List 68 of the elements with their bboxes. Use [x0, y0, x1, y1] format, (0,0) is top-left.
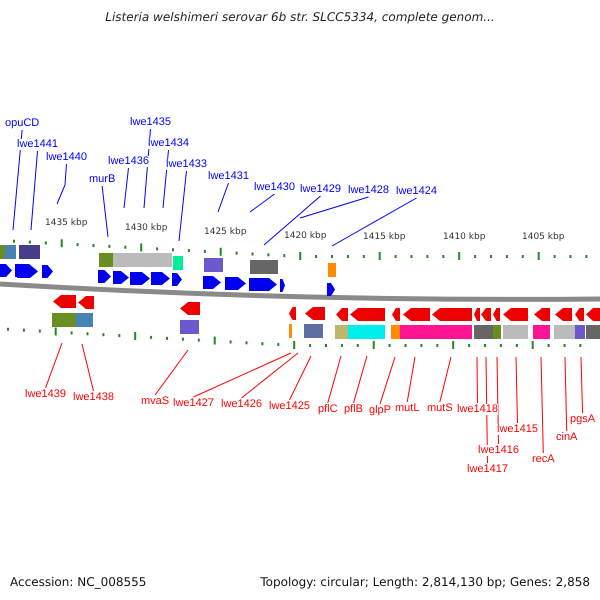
- leader-line: [12, 130, 23, 230]
- leader-line: [516, 356, 518, 424]
- leader-line: [352, 356, 368, 404]
- leader-line: [496, 356, 499, 444]
- leader-line: [564, 356, 568, 432]
- leader-line: [264, 196, 321, 246]
- leader-line: [30, 150, 38, 230]
- gene-label: mvaS: [141, 396, 170, 407]
- gene-label: lwe1440: [46, 152, 87, 163]
- gene-label: lwe1427: [173, 398, 214, 409]
- leader-line: [380, 356, 396, 404]
- gene-label: lwe1430: [254, 182, 295, 193]
- leader-line: [300, 196, 369, 218]
- leader-line: [241, 352, 298, 398]
- gene-label: lwe1435: [130, 117, 171, 128]
- gene-label: mutL: [395, 403, 420, 414]
- gene-label: cinA: [556, 432, 578, 443]
- leader-line: [154, 350, 188, 396]
- scale-label: 1405 kbp: [522, 233, 564, 242]
- leader-line: [439, 356, 452, 402]
- gene-label: lwe1433: [166, 159, 207, 170]
- leader-line: [218, 182, 229, 212]
- leader-line: [289, 356, 312, 400]
- genome-summary-text: Topology: circular; Length: 2,814,130 bp; Genes: 2,858: [260, 576, 590, 588]
- leader-line: [178, 170, 187, 242]
- leader-line: [250, 194, 275, 212]
- gene-label: lwe1425: [269, 401, 310, 412]
- gene-label: lwe1439: [25, 389, 66, 400]
- gene-label: pflC: [318, 404, 338, 415]
- leader-line: [82, 344, 94, 392]
- gene-label: lwe1418: [457, 404, 498, 415]
- leader-line: [476, 356, 478, 404]
- gene-label: murB: [89, 174, 116, 185]
- gene-label: recA: [532, 454, 555, 465]
- leader-line: [56, 164, 67, 204]
- gene-label: lwe1417: [467, 464, 508, 475]
- scale-label: 1415 kbp: [363, 233, 406, 242]
- leader-line: [193, 352, 292, 398]
- scale-label: 1420 kbp: [284, 232, 326, 241]
- gene-label: lwe1441: [17, 139, 58, 150]
- leader-line: [327, 356, 342, 404]
- scale-label: 1435 kbp: [45, 219, 88, 228]
- gene-label: lwe1424: [396, 186, 437, 197]
- gene-label: opuCD: [5, 118, 40, 129]
- scale-label: 1410 kbp: [443, 233, 486, 242]
- gene-label: lwe1438: [73, 392, 114, 403]
- gene-label: lwe1416: [478, 445, 519, 456]
- gene-label: lwe1415: [497, 424, 538, 435]
- gene-label: lwe1426: [221, 399, 262, 410]
- leader-line: [102, 186, 108, 238]
- gene-label: glpP: [369, 405, 392, 416]
- gene-label: pflB: [344, 404, 363, 415]
- leader-line: [580, 356, 584, 414]
- scale-label: 1430 kbp: [125, 224, 168, 233]
- leader-line: [45, 342, 62, 388]
- leader-line: [332, 198, 417, 246]
- gene-label: lwe1431: [208, 171, 249, 182]
- gene-label: lwe1434: [148, 138, 189, 149]
- leader-line: [124, 168, 129, 208]
- accession-text: Accession: NC_008555: [10, 576, 146, 588]
- scale-label: 1425 kbp: [204, 228, 246, 237]
- gene-label: pgsA: [570, 414, 596, 425]
- leader-line: [406, 356, 416, 402]
- gene-label: lwe1429: [300, 184, 341, 195]
- gene-label: lwe1428: [348, 185, 389, 196]
- gene-label: lwe1436: [108, 156, 149, 167]
- gene-label: mutS: [427, 403, 453, 414]
- leader-line: [540, 356, 544, 454]
